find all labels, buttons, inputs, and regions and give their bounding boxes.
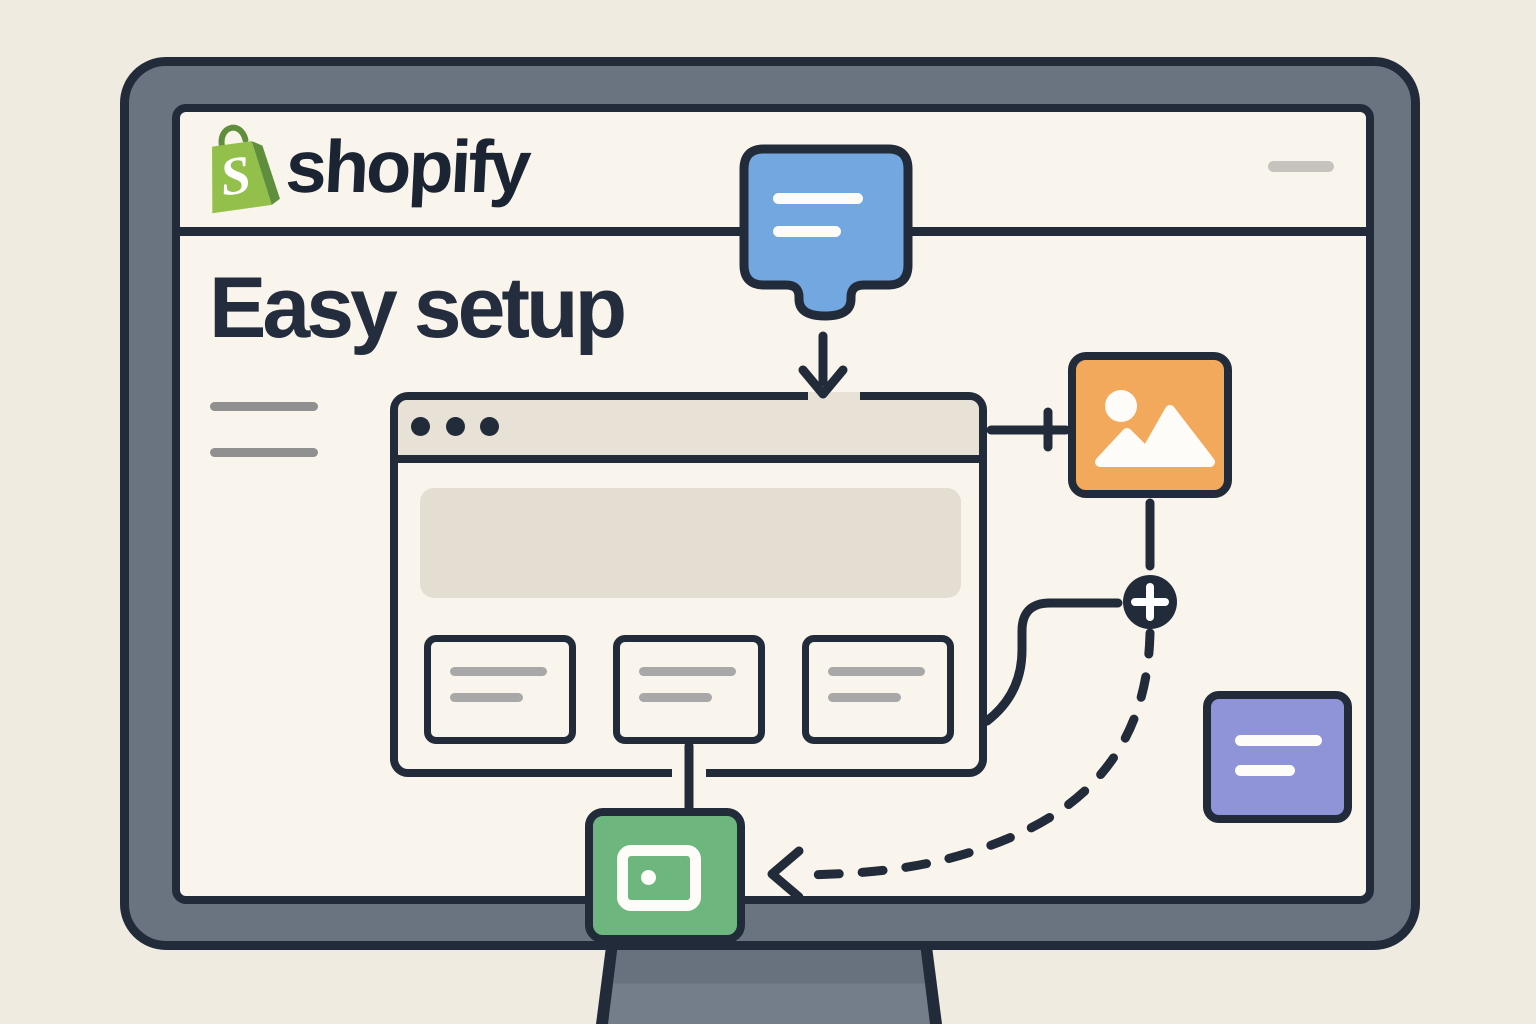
card-skeleton-line bbox=[639, 667, 736, 676]
bag-handle bbox=[218, 124, 249, 151]
titlebar-dot bbox=[411, 417, 430, 436]
skeleton-line bbox=[210, 402, 318, 411]
browser-titlebar bbox=[398, 400, 979, 463]
header-divider bbox=[177, 227, 1367, 236]
bag-side bbox=[251, 141, 280, 205]
window-minimize-dash bbox=[1268, 161, 1334, 172]
feature-card bbox=[802, 635, 954, 744]
border-gap-bottom bbox=[672, 768, 706, 777]
viewfinder-icon bbox=[617, 845, 701, 911]
text-card bbox=[1203, 691, 1352, 823]
shopify-wordmark: shopify bbox=[283, 125, 531, 208]
card-skeleton-line bbox=[450, 693, 523, 702]
viewfinder-dot bbox=[641, 870, 656, 885]
card-skeleton-line bbox=[450, 667, 547, 676]
skeleton-line bbox=[210, 448, 318, 457]
shopify-bag-icon: S bbox=[212, 124, 280, 214]
feature-card bbox=[613, 635, 765, 744]
image-photo-icon bbox=[1095, 390, 1215, 467]
titlebar-dot bbox=[480, 417, 499, 436]
browser-window bbox=[390, 392, 987, 777]
card-skeleton-line bbox=[1235, 765, 1295, 776]
card-skeleton-line bbox=[639, 693, 712, 702]
monitor-stand bbox=[608, 946, 930, 1024]
page-heading: Easy setup bbox=[209, 260, 627, 356]
card-skeleton-line bbox=[828, 667, 925, 676]
bag-front bbox=[212, 141, 272, 214]
feature-card bbox=[424, 635, 576, 744]
hero-placeholder-block bbox=[420, 488, 961, 598]
titlebar-dot bbox=[446, 417, 465, 436]
screenshot-card bbox=[585, 808, 745, 943]
card-skeleton-line bbox=[1235, 735, 1322, 746]
card-skeleton-line bbox=[828, 693, 901, 702]
border-gap-top bbox=[808, 392, 860, 401]
image-card bbox=[1068, 352, 1232, 498]
